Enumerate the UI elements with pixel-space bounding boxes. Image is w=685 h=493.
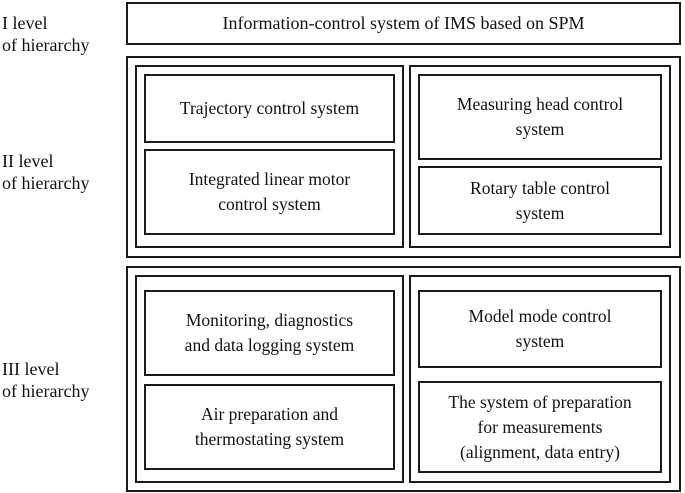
monitoring-diagnostics-box: Monitoring, diagnostics and data logging… bbox=[144, 290, 395, 376]
model-mode-control-box: Model mode control system bbox=[418, 290, 662, 368]
level-3-left-group: Monitoring, diagnostics and data logging… bbox=[135, 275, 404, 483]
level-2-container: Trajectory control system Integrated lin… bbox=[126, 56, 681, 258]
air-preparation-box: Air preparation and thermostating system bbox=[144, 384, 395, 470]
level-3-label: III level of hierarchy bbox=[2, 359, 90, 401]
level-3-right-group: Model mode control system The system of … bbox=[409, 275, 671, 483]
measuring-head-control-box: Measuring head control system bbox=[418, 74, 662, 160]
linear-motor-control-box: Integrated linear motor control system bbox=[144, 149, 395, 235]
rotary-table-control-box: Rotary table control system bbox=[418, 166, 662, 235]
level-2-left-group: Trajectory control system Integrated lin… bbox=[135, 65, 404, 248]
top-system-box: Information-control system of IMS based … bbox=[126, 2, 681, 45]
level-2-label: II level of hierarchy bbox=[2, 151, 90, 193]
trajectory-control-box: Trajectory control system bbox=[144, 74, 395, 143]
top-system-title: Information-control system of IMS based … bbox=[222, 13, 585, 33]
level-3-container: Monitoring, diagnostics and data logging… bbox=[126, 266, 681, 492]
level-1-label: I level of hierarchy bbox=[2, 13, 90, 55]
measurement-preparation-box: The system of preparation for measuremen… bbox=[418, 381, 662, 473]
level-2-right-group: Measuring head control system Rotary tab… bbox=[409, 65, 671, 248]
